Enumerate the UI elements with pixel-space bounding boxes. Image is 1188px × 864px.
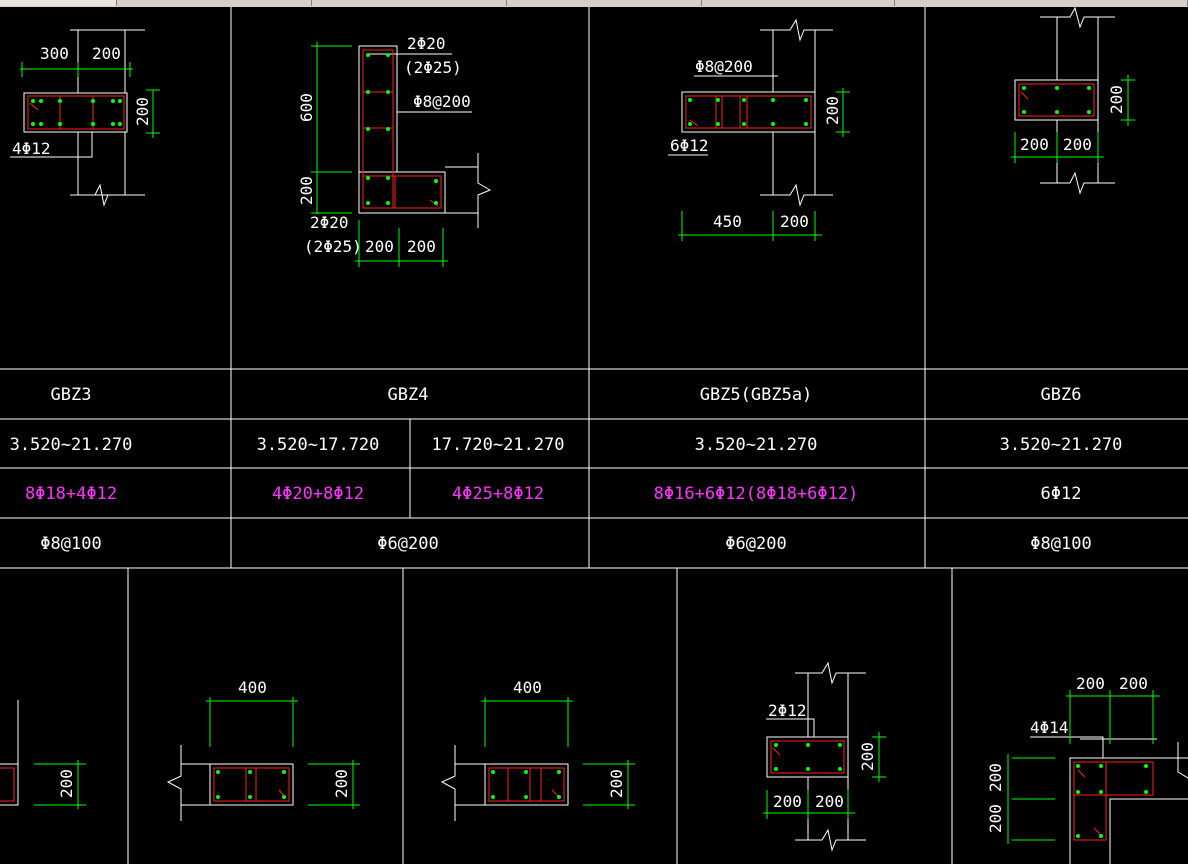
drawing-tab[interactable] [702, 0, 895, 6]
longitudinal-rebar-cell: 4Φ25+8Φ12 [452, 484, 544, 504]
stirrup-cell: Φ8@100 [40, 534, 101, 554]
section-lower-c: 400 200 [440, 678, 635, 821]
longitudinal-rebar-cell: 8Φ18+4Φ12 [25, 484, 117, 504]
section-gbz4: 2Φ20 (2Φ25) Φ8@200 600 200 2Φ20 (2Φ25) 2… [297, 34, 492, 267]
dim-label: 600 [297, 93, 316, 122]
section-gbz3: 300 200 200 4Φ12 [10, 29, 160, 207]
elevation-cell: 3.520~21.270 [695, 435, 818, 455]
rebar-label: 2Φ12 [768, 701, 807, 720]
dim-label: 200 [1119, 674, 1148, 693]
dim-label: 200 [858, 742, 877, 771]
dim-label: 200 [773, 792, 802, 811]
section-lower-b: 400 200 [166, 678, 360, 821]
elevation-cell: 3.520~21.270 [1000, 435, 1123, 455]
dim-label: 200 [1020, 135, 1049, 154]
dim-label: 200 [1076, 674, 1105, 693]
table-text: GBZ3 GBZ4 GBZ5(GBZ5a) GBZ6 3.520~21.270 … [10, 385, 1123, 554]
dim-label: 200 [57, 769, 76, 798]
section-gbz5: Φ8@200 6Φ12 200 450 200 [668, 18, 850, 241]
section-lower-e: 200 200 4Φ14 200 200 [986, 674, 1188, 864]
dim-label: 300 [40, 44, 69, 63]
drawing-tab[interactable] [312, 0, 507, 6]
dim-label: 200 [297, 176, 316, 205]
dim-label: 200 [986, 804, 1005, 833]
rebar-label: (2Φ25) [304, 237, 362, 256]
dim-label: 200 [815, 792, 844, 811]
longitudinal-rebar-cell: 8Φ16+6Φ12(8Φ18+6Φ12) [654, 484, 859, 504]
dim-label: 200 [332, 769, 351, 798]
rebar-label: 2Φ20 [407, 34, 446, 53]
rebar-label: 4Φ12 [12, 139, 51, 158]
stirrup-cell: Φ6@200 [725, 534, 786, 554]
dim-label: 200 [823, 96, 842, 125]
rebar-label: 4Φ14 [1030, 718, 1069, 737]
dim-label: 200 [1063, 135, 1092, 154]
dim-label: 200 [986, 763, 1005, 792]
section-gbz6: 200 200 200 [1011, 6, 1135, 195]
column-name: GBZ6 [1041, 385, 1082, 405]
dim-label: 200 [92, 44, 121, 63]
column-name: GBZ5(GBZ5a) [700, 385, 813, 405]
stirrup-label: Φ8@200 [695, 57, 753, 76]
dim-label: 200 [365, 237, 394, 256]
longitudinal-rebar-cell: 6Φ12 [1041, 484, 1082, 504]
dim-label: 400 [238, 678, 267, 697]
section-lower-a: 200 [0, 700, 86, 809]
dim-label: 450 [713, 212, 742, 231]
drawing-tab[interactable] [0, 0, 117, 6]
section-lower-d: 2Φ12 200 200 200 [763, 661, 886, 852]
rebar-label: 2Φ20 [310, 213, 349, 232]
dim-label: 200 [133, 97, 152, 126]
dim-label: 200 [780, 212, 809, 231]
rebar-label: 6Φ12 [670, 136, 709, 155]
dim-label: 200 [607, 769, 626, 798]
longitudinal-rebar-cell: 4Φ20+8Φ12 [272, 484, 364, 504]
column-name: GBZ3 [51, 385, 92, 405]
elevation-cell: 3.520~17.720 [257, 435, 380, 455]
elevation-cell: 17.720~21.270 [431, 435, 564, 455]
dim-label: 400 [513, 678, 542, 697]
elevation-cell: 3.520~21.270 [10, 435, 133, 455]
table-grid [0, 7, 1188, 864]
dim-label: 200 [407, 237, 436, 256]
drawing-tab[interactable] [117, 0, 312, 6]
stirrup-cell: Φ6@200 [377, 534, 438, 554]
stirrup-cell: Φ8@100 [1030, 534, 1091, 554]
stirrup-label: Φ8@200 [413, 92, 471, 111]
dim-label: 200 [1107, 85, 1126, 114]
rebar-label: (2Φ25) [404, 58, 462, 77]
drawing-tab[interactable] [507, 0, 702, 6]
column-name: GBZ4 [388, 385, 429, 405]
